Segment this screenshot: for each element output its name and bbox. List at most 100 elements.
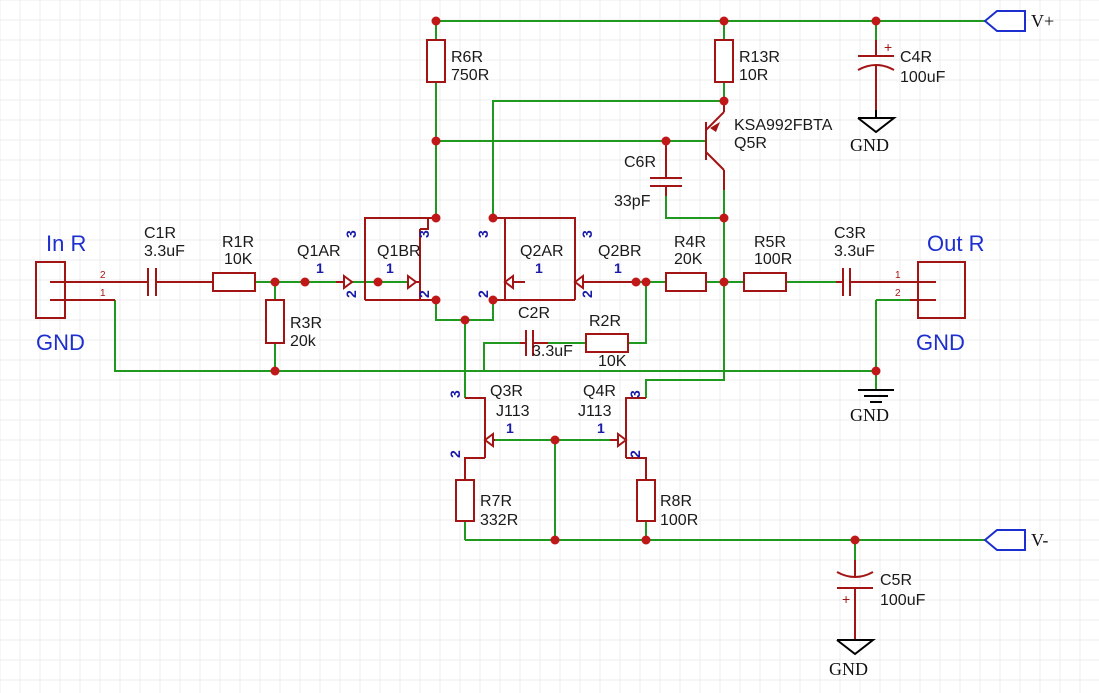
output-connector-title: Out R — [927, 231, 984, 256]
resistor-r2r[interactable] — [585, 333, 629, 353]
svg-text:+: + — [842, 591, 850, 607]
q2br-ref: Q2BR — [598, 243, 642, 260]
c6r-value: 33pF — [614, 193, 651, 210]
q4r-ref: Q4R — [583, 383, 616, 400]
input-connector-title: In R — [46, 231, 86, 256]
wire-gnd-left — [114, 300, 876, 372]
q4r-value: J113 — [578, 403, 612, 420]
c5r-value: 100uF — [880, 592, 926, 609]
ground-symbol-c4r — [857, 110, 897, 134]
c2r-ref: C2R — [518, 305, 550, 322]
r6r-value: 750R — [451, 67, 489, 84]
r2r-value: 10K — [598, 353, 627, 370]
q1br-pin1: 1 — [386, 260, 394, 276]
vminus-power-flag[interactable] — [983, 529, 1026, 551]
q1br-ref: Q1BR — [377, 243, 421, 260]
q1br-pin3: 3 — [416, 230, 432, 238]
c3r-value: 3.3uF — [834, 243, 875, 260]
out-pin-bottom-number: 2 — [895, 288, 901, 299]
out-pin-top-number: 1 — [895, 270, 901, 281]
q3r-value: J113 — [496, 403, 530, 420]
vminus-label: V- — [1031, 530, 1048, 550]
r8r-value: 100R — [660, 512, 698, 529]
resistor-r1r[interactable] — [212, 272, 256, 292]
r8r-ref: R8R — [660, 493, 692, 510]
c1r-ref: C1R — [144, 225, 176, 242]
transistor-q2br[interactable] — [505, 217, 636, 301]
q3r-pin3: 3 — [447, 390, 463, 398]
c4r-ref: C4R — [900, 49, 932, 66]
wire-c2-left — [483, 342, 520, 371]
r3r-value: 20k — [290, 333, 317, 350]
c1r-value: 3.3uF — [144, 243, 185, 260]
q3r-ref: Q3R — [490, 383, 523, 400]
r13r-value: 10R — [739, 67, 768, 84]
capacitor-c2r[interactable] — [520, 330, 548, 356]
resistor-r8r[interactable] — [636, 479, 656, 522]
gnd-label-c5r: GND — [829, 659, 868, 679]
q3r-pin2: 2 — [447, 450, 463, 458]
q5r-value: KSA992FBTA — [734, 117, 833, 134]
r5r-value: 100R — [754, 251, 792, 268]
gnd-label-c4r: GND — [850, 135, 889, 155]
r7r-value: 332R — [480, 512, 518, 529]
resistor-r6r[interactable] — [426, 39, 446, 83]
q2br-pin1: 1 — [614, 260, 622, 276]
svg-text:+: + — [884, 39, 892, 55]
resistor-r5r[interactable] — [743, 272, 787, 292]
jfet-q3r[interactable] — [464, 397, 495, 480]
jfet-q4r[interactable] — [610, 397, 647, 480]
c6r-ref: C6R — [624, 154, 656, 171]
q1ar-pin3: 3 — [343, 230, 359, 238]
transistor-q5r[interactable] — [705, 101, 725, 190]
q3r-pin1: 1 — [506, 420, 514, 436]
output-connector[interactable]: 1 2 — [895, 261, 966, 319]
c4r-value: 100uF — [900, 69, 946, 86]
c2r-value: 3.3uF — [532, 343, 573, 360]
vplus-power-flag[interactable] — [983, 10, 1026, 32]
wire-node-101 — [492, 100, 724, 218]
ground-symbol-c5r — [836, 639, 876, 656]
transistor-q1br[interactable] — [407, 218, 429, 301]
capacitor-c3r[interactable] — [836, 268, 856, 296]
q2ar-pin2: 2 — [475, 290, 491, 298]
resistor-r4r[interactable] — [665, 272, 707, 292]
q1ar-ref: Q1AR — [297, 243, 341, 260]
capacitor-c1r[interactable] — [140, 268, 162, 296]
wire-c6-to-collector — [665, 196, 724, 219]
junction-dots — [270, 16, 881, 545]
capacitor-c5r[interactable]: + — [836, 560, 874, 640]
in-pin-top-number: 2 — [100, 270, 106, 281]
r4r-value: 20K — [674, 251, 703, 268]
wire-feedback — [628, 282, 647, 344]
r3r-ref: R3R — [290, 315, 322, 332]
resistor-r7r[interactable] — [455, 479, 475, 522]
q1ar-pin1: 1 — [316, 260, 324, 276]
ground-symbol-mid — [858, 389, 894, 403]
gnd-label-mid: GND — [850, 405, 889, 425]
input-connector[interactable]: 2 1 — [35, 261, 106, 319]
transistor-q2ar[interactable] — [493, 217, 525, 301]
r7r-ref: R7R — [480, 493, 512, 510]
q2ar-ref: Q2AR — [520, 243, 564, 260]
wires — [65, 20, 985, 560]
r1r-value: 10K — [224, 251, 253, 268]
r4r-ref: R4R — [674, 234, 706, 251]
q4r-pin3: 3 — [627, 390, 643, 398]
capacitor-c6r[interactable] — [650, 141, 682, 196]
resistor-r3r[interactable] — [265, 299, 285, 344]
q2br-pin2: 2 — [579, 290, 595, 298]
r13r-ref: R13R — [739, 49, 780, 66]
vplus-label: V+ — [1031, 11, 1054, 31]
q2br-pin3: 3 — [579, 230, 595, 238]
r2r-ref: R2R — [589, 313, 621, 330]
c5r-ref: C5R — [880, 572, 912, 589]
q2ar-pin1: 1 — [535, 260, 543, 276]
resistor-r13r[interactable] — [714, 39, 734, 83]
in-pin-bottom-number: 1 — [100, 288, 106, 299]
r6r-ref: R6R — [451, 49, 483, 66]
output-connector-gnd: GND — [916, 330, 965, 355]
q1br-pin2: 2 — [416, 290, 432, 298]
capacitor-c4r[interactable]: + — [857, 39, 895, 110]
